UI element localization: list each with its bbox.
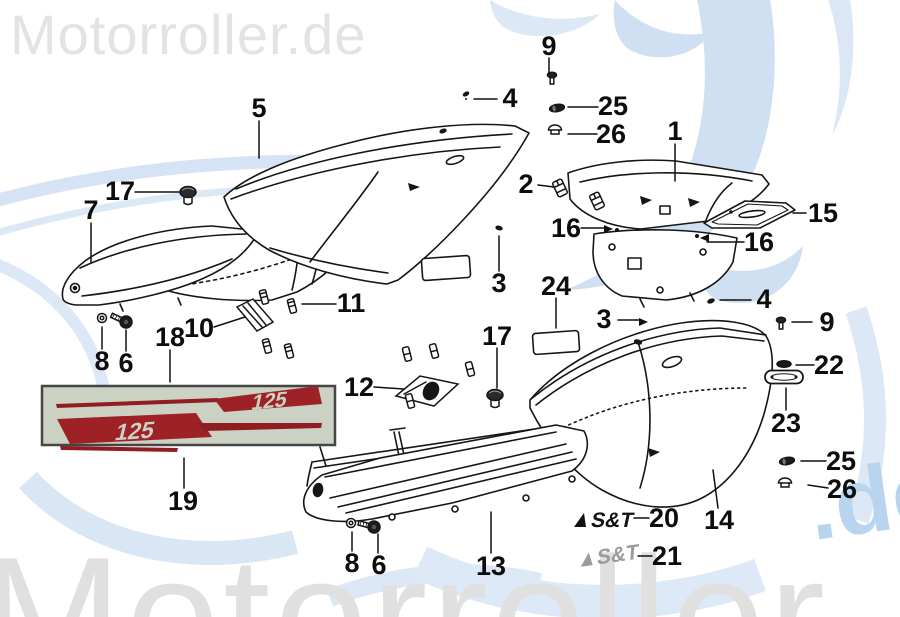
clip-icon-11a	[258, 288, 270, 306]
cap-icon-26a	[547, 124, 563, 135]
swoosh-arcs-bottom	[19, 306, 887, 617]
grille-15	[703, 200, 796, 229]
callout-16b-label: 16	[744, 227, 774, 257]
decal-125-top: 125	[250, 387, 290, 415]
callout-8b-label: 8	[344, 548, 359, 578]
callout-2-label: 2	[518, 169, 533, 199]
bolt-icon-6b	[357, 519, 381, 534]
st-logo-20-text: S&T	[589, 509, 636, 532]
callout-16a-label: 16	[551, 213, 581, 243]
callout-1-label: 1	[667, 116, 682, 146]
leader-lines	[90, 57, 829, 557]
callout-4a-label: 4	[502, 83, 517, 113]
rivet-icon-25a	[548, 103, 566, 113]
callout-3a-label: 3	[491, 268, 506, 298]
callout-9b-label: 9	[819, 307, 834, 337]
cap-icon-26b	[777, 477, 793, 488]
screw-icon-3a	[495, 225, 503, 231]
callout-14-label: 14	[704, 505, 734, 535]
clip-icon-11b	[286, 297, 298, 315]
leader-arrowheads	[604, 225, 709, 326]
clip-icon-11d	[283, 342, 295, 360]
callout-13-label: 13	[476, 551, 506, 581]
screw-icon-4a	[462, 91, 470, 100]
grommet-icon-23	[764, 369, 804, 385]
bracket-icon-10	[235, 298, 275, 332]
bolt-icon-6a	[109, 312, 133, 329]
callout-6b-label: 6	[371, 550, 386, 580]
st-logo-21-text: S&T	[596, 541, 639, 570]
decal-125-bottom: 125	[113, 417, 158, 446]
callout-9a-label: 9	[541, 31, 556, 61]
callout-15-label: 15	[808, 198, 838, 228]
bracket-rect-upper	[420, 254, 472, 282]
callout-7-label: 7	[83, 195, 98, 225]
callout-21-label: 21	[652, 541, 682, 571]
screw-icon-17b	[486, 388, 504, 409]
screw-icon-9b	[775, 316, 787, 330]
callout-3b-label: 3	[596, 304, 611, 334]
callout-26a-label: 26	[596, 119, 626, 149]
clip-icon-12a	[401, 345, 413, 363]
st-logo-21: S&T	[580, 541, 639, 570]
callout-17b-label: 17	[482, 321, 512, 351]
callout-24-label: 24	[541, 271, 571, 301]
callout-17a-label: 17	[105, 176, 135, 206]
panel-14	[529, 319, 774, 508]
callout-18-label: 18	[155, 322, 185, 352]
callout-25b-label: 25	[826, 446, 856, 476]
callout-25a-label: 25	[598, 91, 628, 121]
watermark-bottom: Motorroller	[0, 522, 829, 617]
screw-icon-4b	[707, 298, 715, 304]
callout-8a-label: 8	[94, 346, 109, 376]
callout-6a-label: 6	[118, 348, 133, 378]
rivet-icon-22	[776, 360, 792, 368]
callout-4b-label: 4	[756, 284, 771, 314]
panel-7	[61, 225, 257, 312]
callout-12-label: 12	[344, 372, 374, 402]
callout-11-label: 11	[337, 288, 366, 318]
callout-22-label: 22	[814, 350, 844, 380]
bracket-icon-12	[394, 375, 460, 407]
panel-5	[223, 123, 530, 285]
watermark-top: Motorroller.de	[10, 3, 367, 66]
clip-icon-11c	[261, 337, 273, 355]
clip-icon-2a	[551, 178, 569, 198]
panel-13	[302, 424, 589, 523]
rivet-icon-25b	[778, 456, 796, 466]
clip-icon-2b	[588, 191, 606, 211]
callout-23-label: 23	[771, 408, 801, 438]
callout-20-label: 20	[649, 503, 679, 533]
washer-icon-8a	[96, 312, 108, 324]
clip-icon-12d	[404, 392, 416, 410]
bracket-rect-24	[531, 329, 581, 356]
panel-1-lower	[592, 229, 738, 308]
callout-10-label: 10	[184, 313, 214, 343]
st-logo-20: S&T	[574, 509, 636, 532]
callout-5-label: 5	[251, 93, 266, 123]
clip-icon-12c	[464, 360, 476, 378]
screw-icon-17a	[179, 185, 197, 206]
decal-sticker: 125 125	[40, 384, 337, 452]
callout-19-label: 19	[168, 486, 198, 516]
clip-icon-12b	[428, 342, 440, 360]
callout-labels: 9 4 25 26 1 5 17 7 2 16 15 16 3 24 11 4 …	[83, 31, 857, 581]
callout-26b-label: 26	[827, 474, 857, 504]
screw-icon-3b	[633, 339, 643, 345]
washer-icon-8b	[345, 517, 357, 529]
